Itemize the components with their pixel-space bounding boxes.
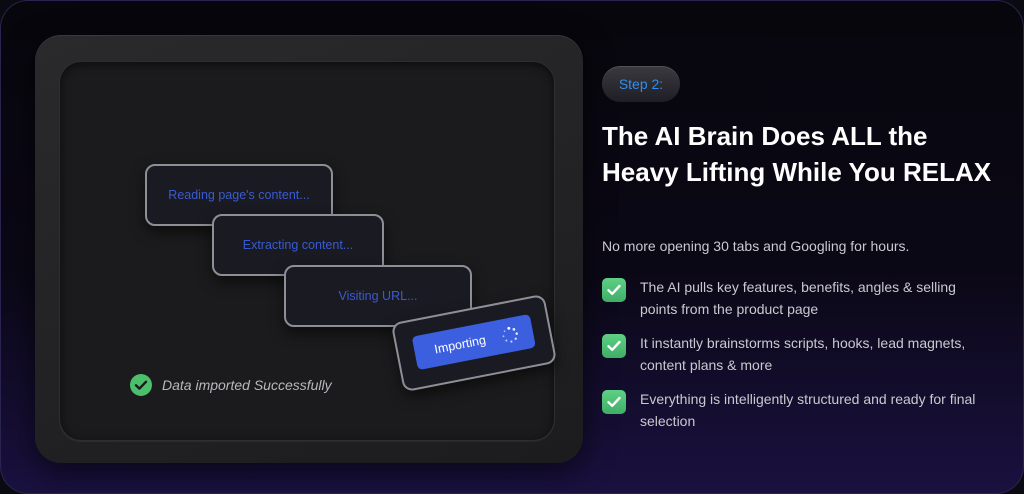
checkbox-check-icon (602, 278, 626, 302)
importing-button-label: Importing (433, 332, 488, 357)
check-circle-icon (130, 374, 152, 396)
illustration-card: Reading page's content... Extracting con… (35, 35, 583, 463)
importing-button[interactable]: Importing (411, 313, 536, 371)
success-status: Data imported Successfully (130, 374, 332, 396)
list-item-text: Everything is intelligently structured a… (640, 391, 976, 429)
list-item: The AI pulls key features, benefits, ang… (602, 276, 1002, 332)
list-item: It instantly brainstorms scripts, hooks,… (602, 332, 1002, 388)
list-item-text: The AI pulls key features, benefits, ang… (640, 279, 956, 317)
checkbox-check-icon (602, 334, 626, 358)
status-card-label: Visiting URL... (338, 289, 418, 303)
list-item-text: It instantly brainstorms scripts, hooks,… (640, 335, 966, 373)
status-card-label: Extracting content... (242, 238, 354, 252)
benefit-list: The AI pulls key features, benefits, ang… (602, 276, 1002, 444)
loading-spinner-icon (502, 326, 519, 343)
step-badge-label: Step 2: (618, 76, 664, 92)
status-card-label: Reading page's content... (168, 188, 310, 202)
importing-card: Importing (390, 293, 558, 393)
success-message: Data imported Successfully (162, 377, 332, 393)
step-badge: Step 2: (602, 66, 680, 102)
list-item: Everything is intelligently structured a… (602, 388, 1002, 444)
illustration-panel: Reading page's content... Extracting con… (59, 61, 558, 441)
checkbox-check-icon (602, 390, 626, 414)
section-headline: The AI Brain Does ALL the Heavy Lifting … (602, 121, 992, 187)
section-subtitle: No more opening 30 tabs and Googling for… (602, 238, 910, 254)
